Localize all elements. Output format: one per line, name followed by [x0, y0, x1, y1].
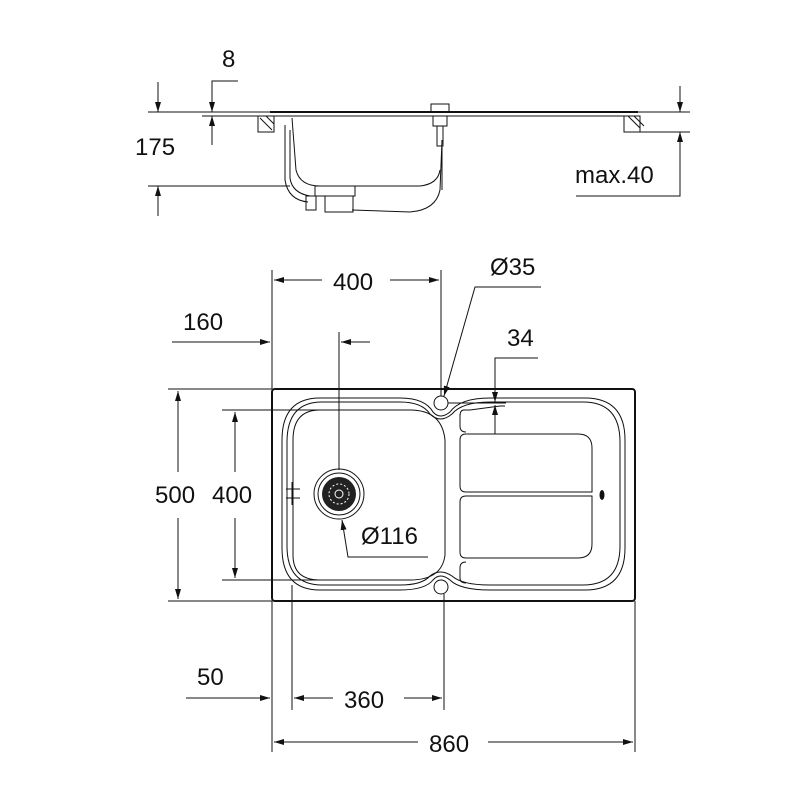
dim-depth-175: 175 — [135, 134, 175, 161]
tap-hole-top — [433, 395, 449, 411]
dim-drain-dia-116: Ø116 — [361, 523, 418, 550]
dim-left-to-drain-160: 160 — [183, 309, 223, 336]
dim-worktop-max40: max.40 — [575, 162, 654, 189]
overflow-slot — [599, 490, 605, 500]
top-view: 400 Ø35 160 34 500 400 Ø116 5 — [155, 254, 636, 758]
bowl — [292, 409, 446, 581]
side-view: 175 8 max.40 — [135, 46, 690, 216]
sink-outline — [271, 388, 636, 602]
dim-tap-offset-400: 400 — [333, 269, 373, 296]
worktop-left-hatch — [257, 115, 275, 133]
tap-hole-bottom — [433, 579, 449, 595]
dim-drainer-34: 34 — [507, 325, 534, 352]
dim-tap-hole-dia-35: Ø35 — [490, 254, 535, 281]
dim-overall-width-860: 860 — [429, 731, 469, 758]
dim-bowl-width-360: 360 — [344, 687, 384, 714]
drain-strainer — [313, 468, 365, 520]
dim-rim-8: 8 — [222, 46, 235, 73]
dim-bowl-depth-400: 400 — [212, 482, 252, 509]
drainer — [459, 405, 605, 584]
dim-overall-depth-500: 500 — [155, 482, 195, 509]
worktop-right-hatch — [623, 115, 645, 133]
dim-left-to-bowl-50: 50 — [197, 664, 224, 691]
